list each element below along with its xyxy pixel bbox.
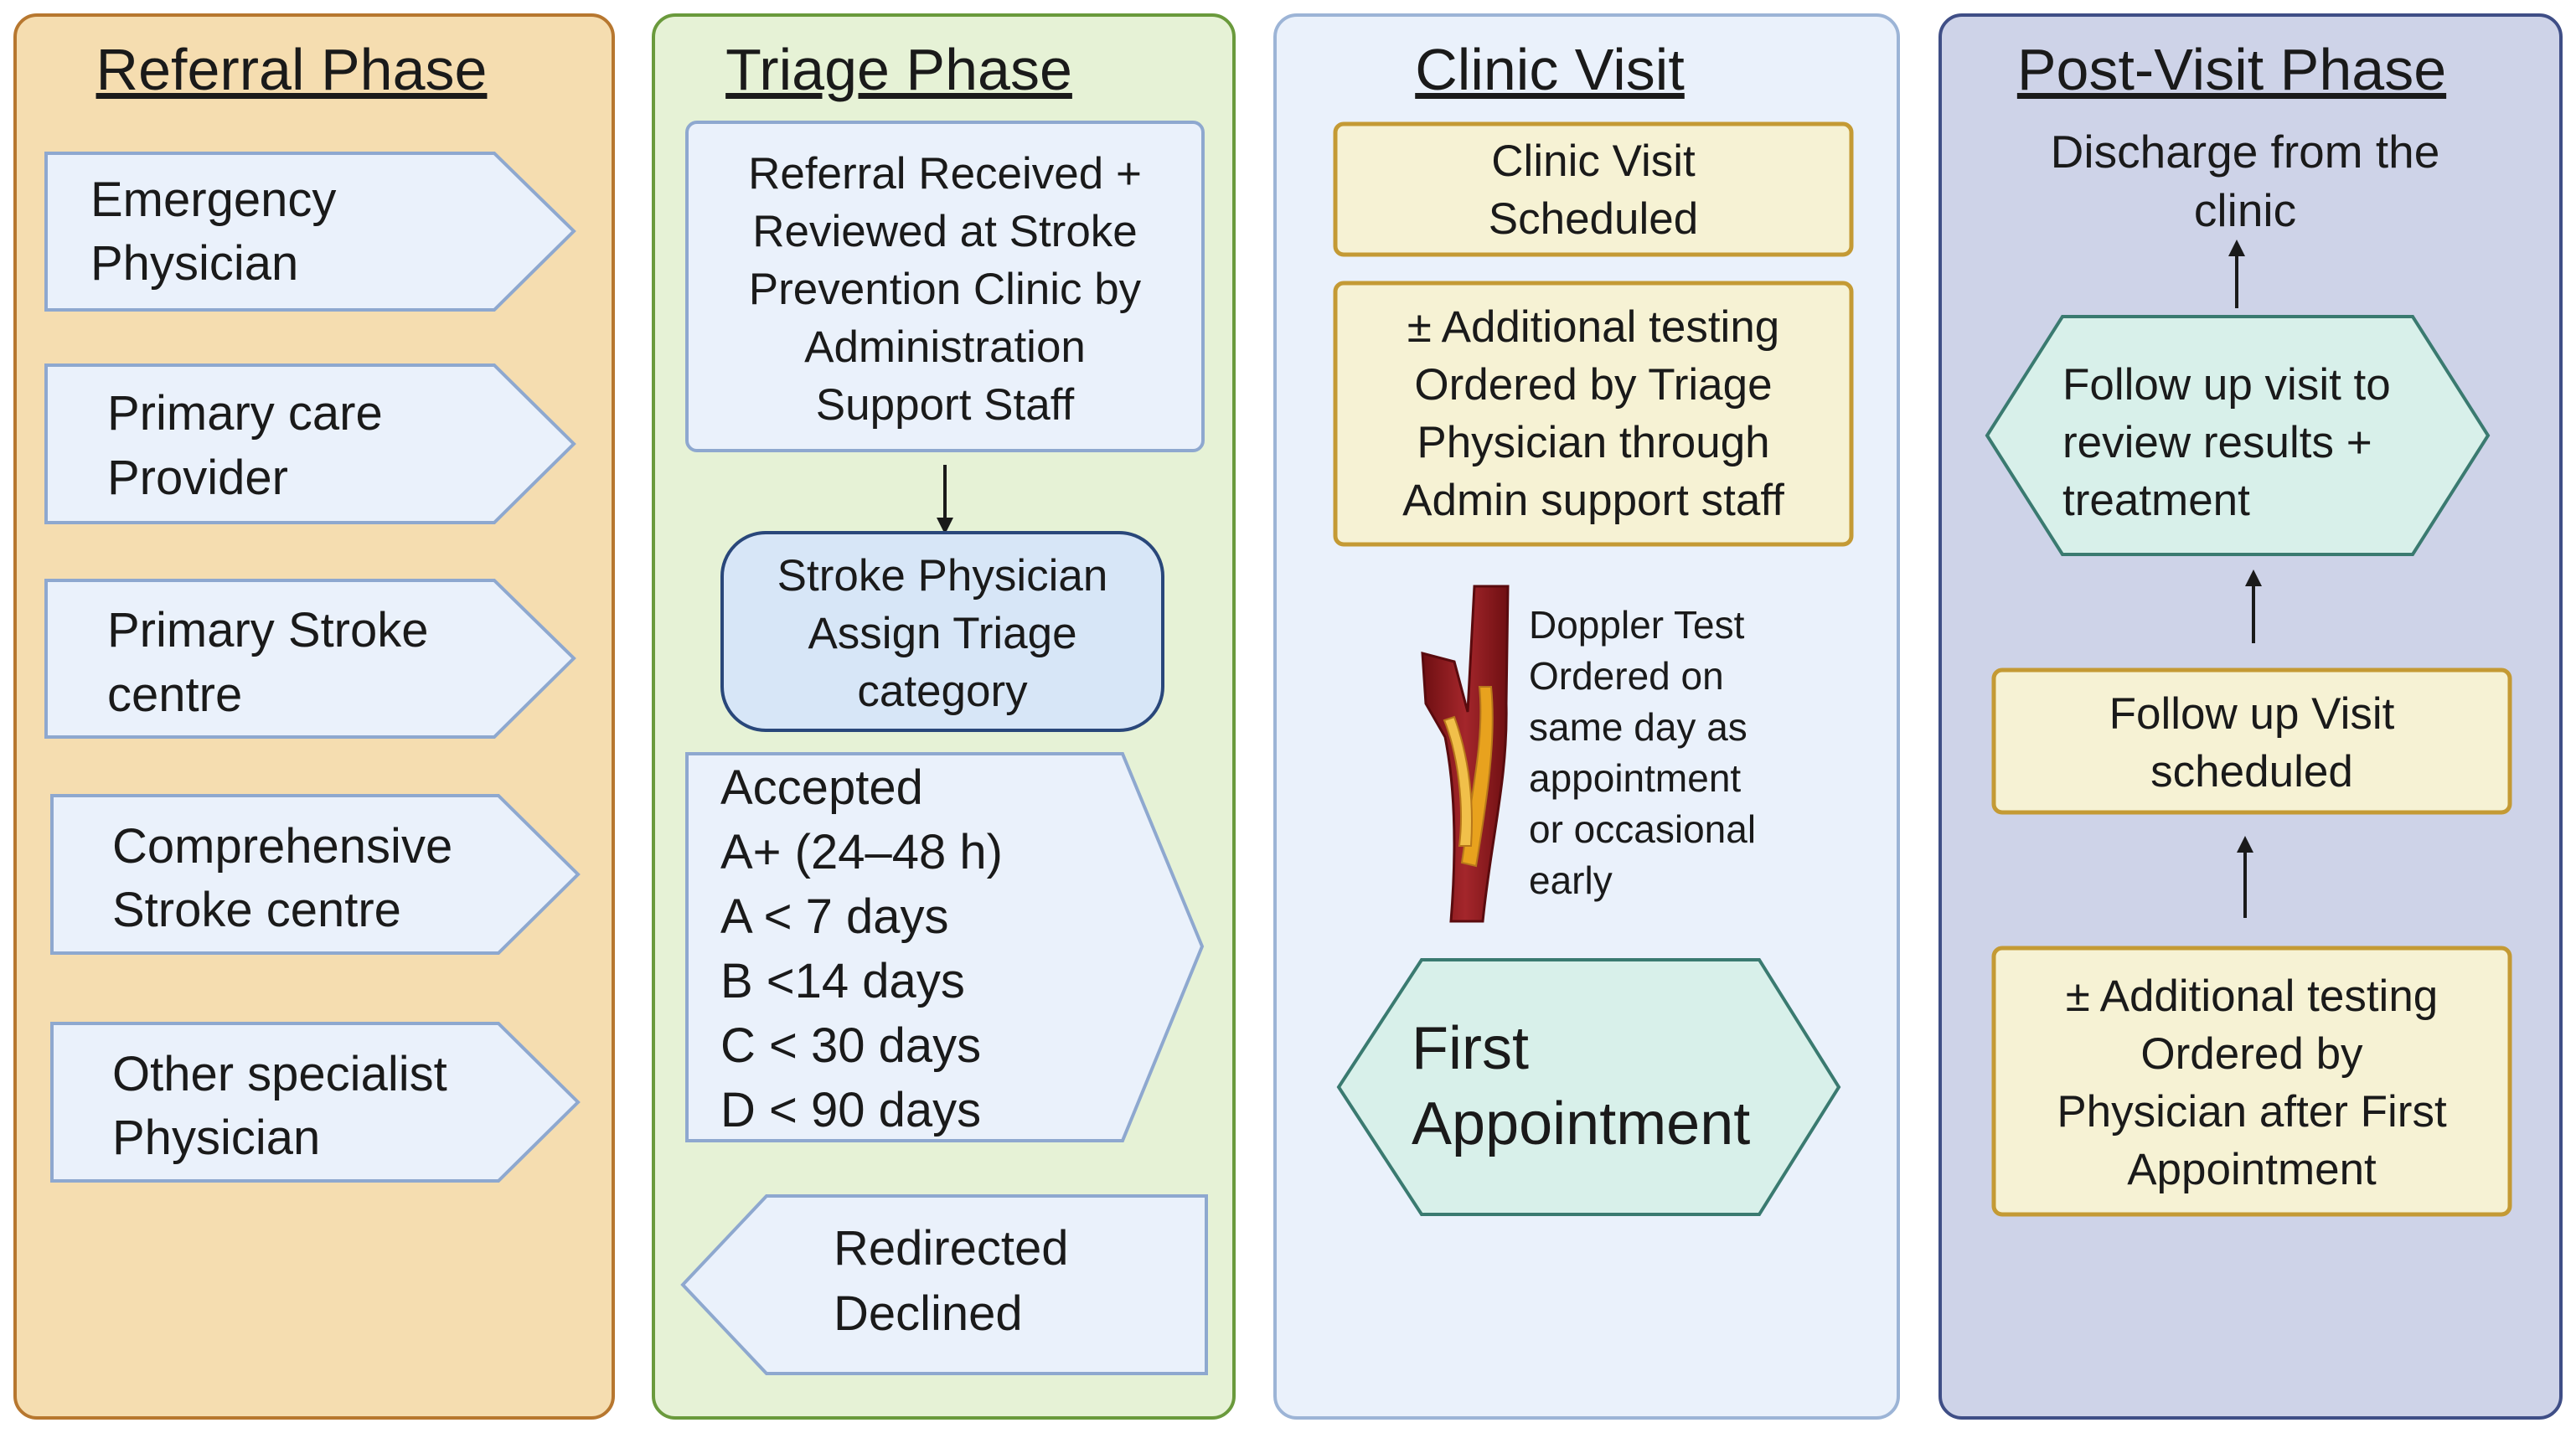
follow-up-review-line: Follow up visit to	[2062, 360, 2391, 410]
doppler-test-line: early	[1529, 858, 1613, 902]
referral-source-label: Other specialist	[112, 1047, 447, 1101]
discharge-line: Discharge from the	[2051, 126, 2440, 178]
first-appointment-shape	[1336, 958, 1841, 1216]
triage-phase-title: Triage Phase	[725, 37, 1072, 102]
referral-source-label: Stroke centre	[112, 883, 401, 937]
assign-triage-line: Stroke Physician	[777, 551, 1108, 601]
redirected-shape	[680, 1194, 1208, 1375]
clinic-visit-title: Clinic Visit	[1415, 37, 1685, 102]
post-visit-additional-testing-line: Physician after First	[2057, 1087, 2447, 1137]
redirected-declined-box: Redirected Declined	[680, 1194, 1208, 1375]
referral-received-line: Prevention Clinic by	[749, 265, 1142, 314]
clinic-visit-scheduled-line: Clinic Visit	[1491, 137, 1696, 186]
follow-up-scheduled-box: Follow up Visit scheduled	[1991, 668, 2512, 815]
accepted-shape	[685, 752, 1205, 1142]
accepted-line: D < 90 days	[720, 1083, 981, 1137]
follow-up-review-line: treatment	[2062, 476, 2250, 525]
post-visit-additional-testing-shape	[1991, 946, 2512, 1217]
post-visit-phase-title: Post-Visit Phase	[2017, 37, 2446, 102]
clinic-visit-scheduled-box: Clinic Visit Scheduled	[1333, 121, 1854, 257]
redirected-line: Declined	[834, 1286, 1023, 1341]
first-appointment-line: First	[1412, 1015, 1529, 1082]
referral-source-emergency-physician: Emergency Physician	[44, 152, 576, 312]
accepted-line: C < 30 days	[720, 1018, 981, 1073]
referral-source-label: Primary care	[107, 386, 383, 441]
doppler-test-line: or occasional	[1529, 807, 1756, 851]
first-appointment-line: Appointment	[1412, 1090, 1750, 1157]
discharge-note: Discharge from the clinic	[2051, 126, 2440, 236]
referral-received-box: Referral Received + Reviewed at Stroke P…	[685, 121, 1205, 452]
referral-source-label: Provider	[107, 451, 288, 505]
referral-source-shape	[44, 579, 576, 739]
referral-phase-title: Referral Phase	[96, 37, 488, 102]
assign-triage-box: Stroke Physician Assign Triage category	[720, 531, 1164, 732]
referral-source-shape	[50, 1022, 581, 1183]
clinic-additional-testing-line: Physician through	[1417, 418, 1769, 467]
referral-source-label: Comprehensive	[112, 819, 452, 874]
doppler-test-line: appointment	[1529, 756, 1741, 800]
post-visit-additional-testing-box: ± Additional testing Ordered by Physicia…	[1991, 946, 2512, 1217]
referral-source-shape	[44, 363, 576, 524]
doppler-test-line: Doppler Test	[1529, 603, 1745, 647]
follow-up-review-shape	[1985, 315, 2491, 556]
post-visit-additional-testing-line: Ordered by	[2140, 1029, 2363, 1079]
referral-received-line: Support Staff	[816, 380, 1075, 430]
follow-up-scheduled-shape	[1991, 668, 2512, 815]
accepted-triage-categories: Accepted A+ (24–48 h) A < 7 days B <14 d…	[685, 752, 1205, 1142]
clinic-additional-testing-line: Admin support staff	[1402, 476, 1784, 525]
follow-up-scheduled-line: scheduled	[2150, 747, 2353, 796]
post-visit-additional-testing-line: Appointment	[2127, 1145, 2377, 1194]
accepted-line: Accepted	[720, 760, 923, 815]
accepted-line: A < 7 days	[720, 889, 948, 944]
clinic-visit-scheduled-line: Scheduled	[1489, 194, 1698, 244]
referral-received-line: Reviewed at Stroke	[752, 207, 1138, 256]
referral-source-shape	[44, 152, 576, 312]
redirected-line: Redirected	[834, 1221, 1068, 1276]
follow-up-review-hexagon: Follow up visit to review results + trea…	[1985, 315, 2491, 556]
first-appointment-hexagon: First Appointment	[1336, 958, 1841, 1216]
follow-up-review-line: review results +	[2062, 418, 2372, 467]
assign-triage-shape	[720, 531, 1164, 732]
carotid-artery-icon	[1421, 585, 1510, 923]
doppler-test-line: Ordered on	[1529, 654, 1724, 698]
referral-source-label: Physician	[90, 236, 298, 291]
referral-source-other-specialist-physician: Other specialist Physician	[50, 1022, 581, 1183]
referral-received-line: Referral Received +	[748, 149, 1142, 198]
referral-source-label: Primary Stroke	[107, 603, 429, 657]
accepted-line: A+ (24–48 h)	[720, 825, 1003, 879]
accepted-line: B <14 days	[720, 954, 965, 1008]
assign-triage-line: Assign Triage	[808, 609, 1076, 658]
doppler-test-line: same day as	[1529, 705, 1747, 749]
discharge-line: clinic	[2194, 184, 2296, 236]
clinic-additional-testing-line: ± Additional testing	[1407, 302, 1780, 352]
clinic-additional-testing-line: Ordered by Triage	[1414, 360, 1772, 410]
clinic-additional-testing-shape	[1333, 281, 1854, 547]
follow-up-scheduled-line: Follow up Visit	[2109, 689, 2395, 739]
post-visit-additional-testing-line: ± Additional testing	[2066, 972, 2439, 1021]
referral-source-label: centre	[107, 668, 242, 722]
clinic-additional-testing-box: ± Additional testing Ordered by Triage P…	[1333, 281, 1854, 547]
assign-triage-line: category	[857, 667, 1028, 716]
doppler-test-note: Doppler Test Ordered on same day as appo…	[1529, 603, 1756, 902]
referral-source-comprehensive-stroke-centre: Comprehensive Stroke centre	[50, 794, 581, 955]
referral-received-shape	[685, 121, 1205, 452]
clinic-visit-scheduled-shape	[1333, 121, 1854, 257]
referral-source-label: Physician	[112, 1111, 320, 1165]
referral-received-line: Administration	[804, 322, 1086, 372]
referral-source-label: Emergency	[90, 173, 336, 227]
referral-source-shape	[50, 794, 581, 955]
referral-source-primary-care-provider: Primary care Provider	[44, 363, 576, 524]
referral-source-primary-stroke-centre: Primary Stroke centre	[44, 579, 576, 739]
